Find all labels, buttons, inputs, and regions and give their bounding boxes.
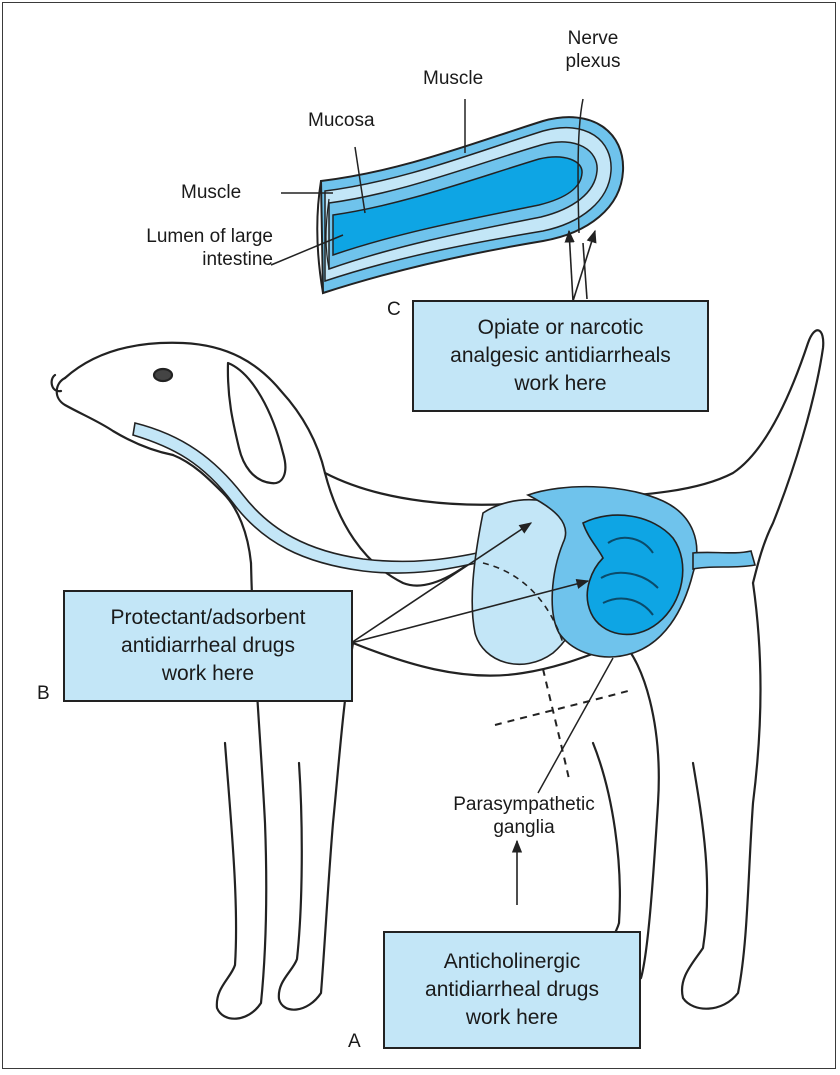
box-C-line-1: Opiate or narcotic bbox=[414, 314, 707, 342]
dog-digestive-illustration bbox=[3, 3, 837, 1070]
box-C-line-2: analgesic antidiarrheals bbox=[414, 342, 707, 370]
lumen-label: Lumen of large intestine bbox=[63, 225, 273, 271]
box-A-line-1: Anticholinergic bbox=[385, 948, 639, 976]
nerve-plexus-label: Nerve plexus bbox=[548, 27, 638, 73]
box-C-line-3: work here bbox=[414, 370, 707, 398]
box-B-line-2: antidiarrheal drugs bbox=[65, 632, 351, 660]
esophagus bbox=[133, 423, 495, 573]
box-C-opiate: Opiate or narcotic analgesic antidiarrhe… bbox=[412, 300, 709, 412]
nerve-plexus-label-line-2: plexus bbox=[548, 50, 638, 73]
ganglia-marker bbox=[495, 669, 628, 779]
parasympathetic-label-line-2: ganglia bbox=[418, 816, 630, 839]
letter-C: C bbox=[387, 299, 401, 321]
rectum bbox=[693, 551, 755, 569]
mucosa-label: Mucosa bbox=[308, 109, 375, 132]
box-A-anticholinergic: Anticholinergic antidiarrheal drugs work… bbox=[383, 931, 641, 1049]
nerve-plexus-arrows bbox=[569, 231, 595, 301]
dog-eye bbox=[154, 369, 172, 381]
box-A-line-2: antidiarrheal drugs bbox=[385, 976, 639, 1004]
ganglia-leader-line bbox=[538, 658, 613, 793]
lumen-label-line-2: intestine bbox=[63, 248, 273, 271]
parasympathetic-label-line-1: Parasympathetic bbox=[418, 793, 630, 816]
letter-A: A bbox=[348, 1031, 361, 1053]
box-B-line-3: work here bbox=[65, 660, 351, 688]
box-B-line-1: Protectant/adsorbent bbox=[65, 604, 351, 632]
box-A-line-3: work here bbox=[385, 1004, 639, 1032]
nerve-plexus-label-line-1: Nerve bbox=[548, 27, 638, 50]
muscle-inner-label: Muscle bbox=[181, 181, 241, 204]
parasympathetic-label: Parasympathetic ganglia bbox=[418, 793, 630, 839]
letter-B: B bbox=[37, 683, 50, 705]
lumen-label-line-1: Lumen of large bbox=[63, 225, 273, 248]
muscle-outer-label: Muscle bbox=[423, 67, 483, 90]
box-B-protectant: Protectant/adsorbent antidiarrheal drugs… bbox=[63, 590, 353, 702]
